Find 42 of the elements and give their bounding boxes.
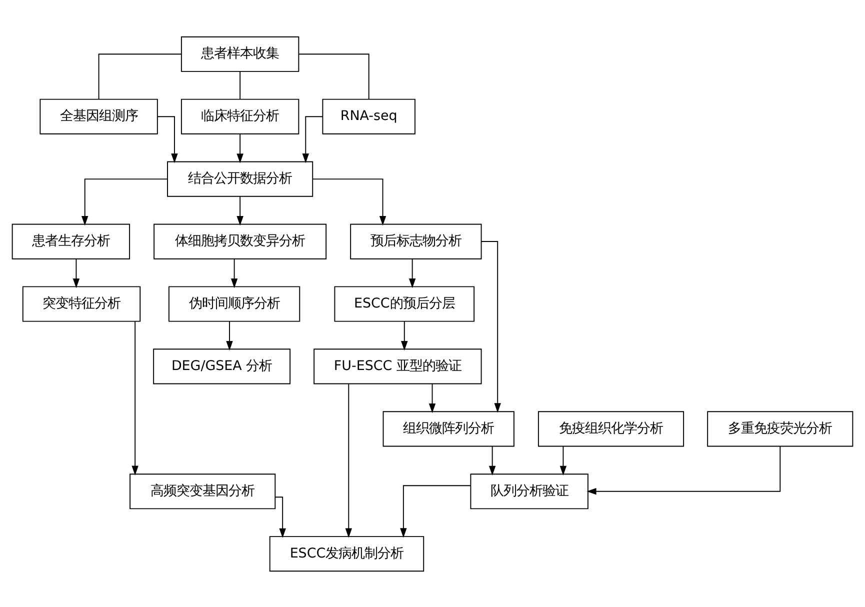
node-box: 伪时间顺序分析 bbox=[168, 286, 300, 322]
connector bbox=[298, 53, 370, 100]
arrow bbox=[236, 196, 244, 226]
arrow bbox=[408, 258, 416, 288]
arrow bbox=[481, 240, 501, 412]
node-box: 患者样本收集 bbox=[180, 36, 300, 72]
node-box: 免疫组织化学分析 bbox=[538, 410, 684, 446]
arrow bbox=[312, 178, 386, 226]
node-box: 体细胞拷贝数变异分析 bbox=[154, 223, 327, 259]
arrow bbox=[157, 116, 178, 163]
node-box: DEG/GSEA 分析 bbox=[153, 348, 291, 384]
node-box: ESCC的预后分层 bbox=[334, 286, 475, 322]
arrow bbox=[72, 258, 80, 288]
arrow bbox=[560, 445, 567, 476]
node-box: RNA-seq bbox=[322, 98, 416, 134]
arrow bbox=[345, 383, 352, 538]
node-box: 患者生存分析 bbox=[12, 223, 130, 259]
arrow bbox=[226, 320, 233, 350]
node-box: 多重免疫荧光分析 bbox=[707, 410, 854, 446]
node-box: 预后标志物分析 bbox=[350, 223, 482, 259]
node-box: 突变特征分析 bbox=[22, 286, 141, 322]
node-box: 队列分析验证 bbox=[470, 473, 588, 509]
node-box: FU-ESCC 亚型的验证 bbox=[314, 348, 482, 384]
node-box: ESCC发病机制分析 bbox=[269, 536, 424, 572]
arrow bbox=[82, 178, 168, 226]
arrow bbox=[428, 382, 436, 413]
node-box: 组织微阵列分析 bbox=[382, 410, 514, 446]
arrow bbox=[302, 116, 324, 163]
connector bbox=[240, 70, 241, 100]
arrow bbox=[400, 484, 471, 538]
arrow bbox=[401, 320, 408, 350]
node-box: 全基因组测序 bbox=[40, 98, 158, 134]
arrow bbox=[132, 320, 138, 475]
arrow bbox=[236, 133, 244, 163]
arrow bbox=[274, 496, 286, 538]
arrow bbox=[488, 445, 496, 476]
arrow bbox=[586, 445, 781, 494]
node-box: 临床特征分析 bbox=[180, 98, 300, 134]
node-box: 高频突变基因分析 bbox=[130, 473, 276, 509]
arrow bbox=[230, 258, 238, 288]
node-box: 结合公开数据分析 bbox=[167, 160, 314, 196]
connector bbox=[98, 53, 182, 100]
